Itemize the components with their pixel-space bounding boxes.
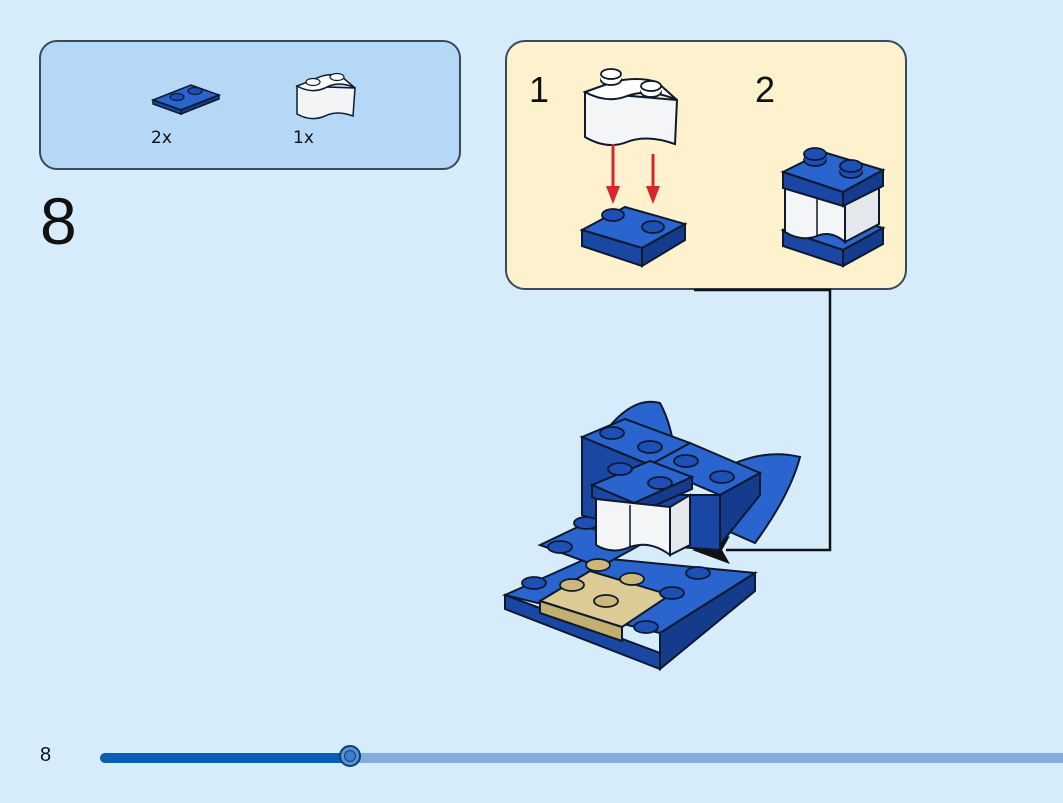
sub-step-1-illustration [579, 68, 688, 268]
step-number: 8 [40, 184, 77, 258]
model-illustration [501, 400, 802, 672]
sub-step-2-illustration [780, 147, 886, 268]
white-curved-brick-1x2-icon [295, 72, 356, 120]
sub-assembly-box: 1 2 [505, 40, 907, 290]
progress-knob [339, 745, 362, 767]
progress-bar [100, 745, 1063, 767]
sub-step-number: 1 [529, 69, 550, 110]
part-quantity: 1x [293, 128, 314, 148]
part-quantity: 2x [151, 128, 172, 148]
progress-fill [100, 753, 351, 763]
page-number: 8 [40, 744, 52, 766]
parts-list-box: 2x 1x [39, 40, 461, 170]
sub-step-number: 2 [755, 69, 776, 110]
blue-plate-1x2-icon [150, 84, 222, 116]
